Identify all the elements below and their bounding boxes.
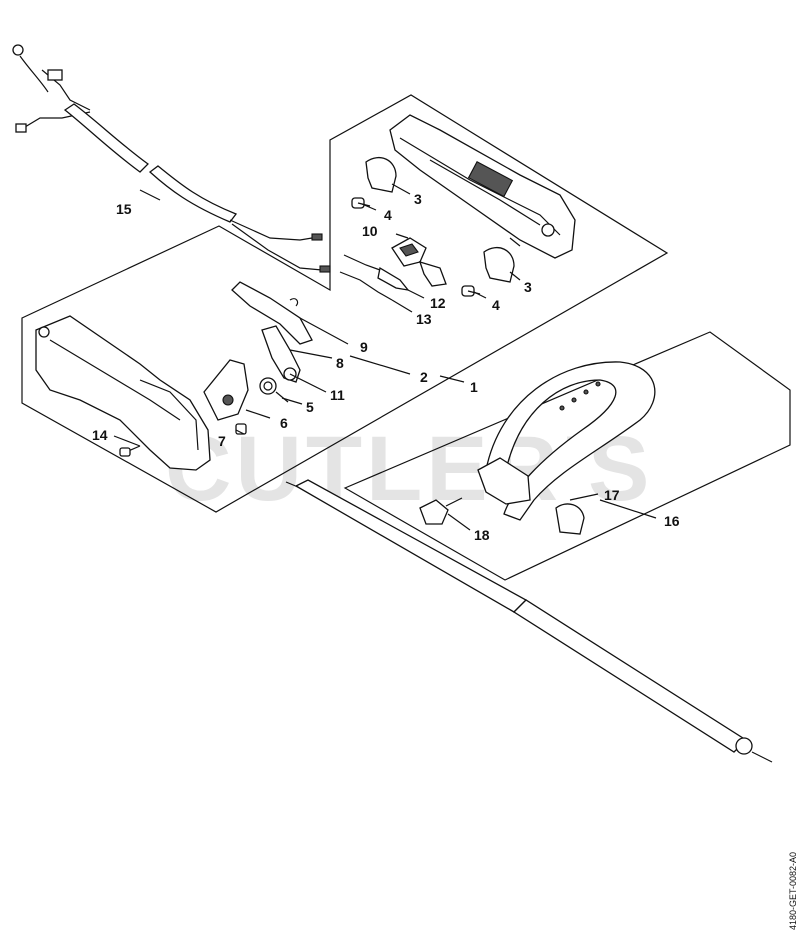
label-9: 9	[360, 339, 368, 355]
label-5: 5	[306, 399, 314, 415]
label-3-lower: 3	[524, 279, 532, 295]
wing-screw	[419, 497, 463, 525]
contact-spring	[377, 266, 410, 291]
label-17: 17	[604, 487, 620, 503]
label-10: 10	[362, 223, 378, 239]
part-labels: 1 2 3 3 4 4 5 6 7 8 9 10 11 12 13 14 15 …	[92, 191, 680, 543]
drive-tube	[285, 479, 773, 763]
label-4-lower: 4	[492, 297, 500, 313]
drawing-code: 4180-GET-0082-A0	[788, 852, 798, 930]
label-1: 1	[470, 379, 478, 395]
label-2: 2	[420, 369, 428, 385]
screw-14	[119, 445, 141, 457]
label-14: 14	[92, 427, 108, 443]
clamp-upper	[365, 157, 397, 193]
screw-lower	[461, 285, 481, 297]
handle-half-shell-lower	[35, 315, 211, 471]
torsion-spring	[259, 377, 289, 403]
clamp-17	[555, 503, 585, 535]
label-12: 12	[430, 295, 446, 311]
short-circuit-wire	[339, 254, 393, 301]
trigger-lockout	[231, 281, 313, 345]
label-6: 6	[280, 415, 288, 431]
label-3-upper: 3	[414, 191, 422, 207]
label-4-upper: 4	[384, 207, 392, 223]
wiring-harness	[12, 44, 331, 273]
clamp-lower	[483, 247, 515, 283]
group-frame-rear-handle	[21, 94, 669, 513]
handle-half-shell-upper	[389, 114, 576, 259]
group-frame-loop-handle	[343, 331, 791, 581]
slide-control	[391, 237, 447, 287]
label-18: 18	[474, 527, 490, 543]
label-8: 8	[336, 355, 344, 371]
switch-shaft	[203, 359, 249, 421]
throttle-trigger	[261, 325, 301, 383]
screw-upper	[351, 197, 371, 209]
label-13: 13	[416, 311, 432, 327]
leader-lines	[113, 183, 657, 531]
label-16: 16	[664, 513, 680, 529]
label-7: 7	[218, 433, 226, 449]
loop-handle	[477, 361, 656, 521]
label-11: 11	[330, 387, 345, 403]
label-15: 15	[116, 201, 132, 217]
